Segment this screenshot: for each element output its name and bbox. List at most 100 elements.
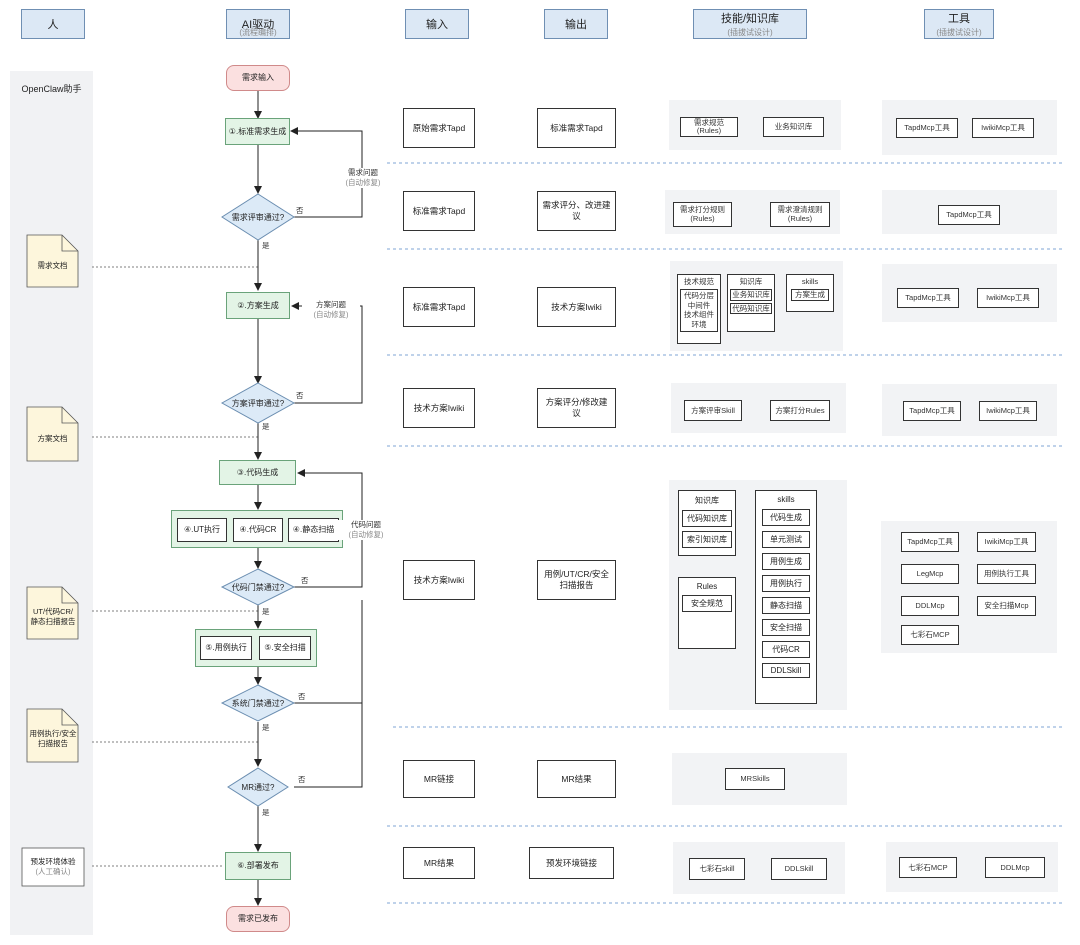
node-step1: ①.标准需求生成: [225, 118, 290, 145]
header-skills: 技能/知识库(插拔试设计): [693, 9, 807, 39]
skill-case-gen: 用例生成: [762, 553, 810, 570]
input-row6: MR链接: [403, 760, 475, 798]
tool-r4-tapd: TapdMcp工具: [903, 401, 961, 421]
skill-r5-kb-index: 索引知识库: [682, 531, 732, 548]
input-row2: 标准需求Tapd: [403, 191, 475, 231]
header-ai-sub: (流程编排): [239, 28, 277, 37]
input-row7: MR结果: [403, 847, 475, 879]
node-step4-ut: ④.UT执行: [177, 518, 227, 542]
input-row4: 技术方案Iwiki: [403, 388, 475, 428]
skill-r5-skills: skills 代码生成 单元测试 用例生成 用例执行 静态扫描 安全扫描 代码C…: [755, 490, 817, 704]
skill-plan-review: 方案评审Skill: [684, 400, 742, 421]
skill-mr: MRSkills: [725, 768, 785, 790]
tool-r3-tapd: TapdMcp工具: [897, 288, 959, 308]
tool-r4-iwiki: IwikiMcp工具: [979, 401, 1037, 421]
skill-tech-spec: 技术规范 代码分层 中间件 技术组件 环境: [677, 274, 721, 344]
output-row6: MR结果: [537, 760, 616, 798]
skill-biz-kb: 业务知识库: [763, 117, 824, 137]
skill-skills-group: skills 方案生成: [786, 274, 834, 312]
tool-r5-case: 用例执行工具: [977, 564, 1036, 584]
node-step3: ③.代码生成: [219, 460, 296, 485]
node-start: 需求输入: [226, 65, 290, 91]
no-1: 否: [296, 206, 304, 215]
node-step6: ⑥.部署发布: [225, 852, 291, 880]
diamond-plan-review: [220, 382, 296, 424]
skill-r5-sec-spec: 安全规范: [682, 595, 732, 612]
output-row7: 预发环境链接: [529, 847, 614, 879]
tool-r5-qicaishi: 七彩石MCP: [901, 625, 959, 645]
tool-r5-iwiki: IwikiMcp工具: [977, 532, 1036, 552]
doc-plan: 方案文档: [37, 433, 68, 443]
doc-shape-preenv: [21, 847, 85, 887]
doc-preenv: 预发环境体验(人工确认): [30, 856, 76, 876]
skill-kb-biz: 业务知识库: [730, 288, 772, 301]
yes-2: 是: [262, 422, 270, 431]
node-step2: ②.方案生成: [226, 292, 290, 319]
header-ai: AI驱动: [226, 9, 290, 39]
no-2: 否: [296, 391, 304, 400]
node-step5-case: ⑤.用例执行: [200, 636, 252, 660]
skill-ddl-r7: DDLSkill: [771, 858, 827, 880]
skill-plan-score: 方案打分Rules: [770, 400, 830, 421]
tool-r5-leg: LegMcp: [901, 564, 959, 584]
tool-r5-secscan: 安全扫描Mcp: [977, 596, 1036, 616]
doc-ut-report: UT/代码CR/静态扫描报告: [30, 606, 76, 626]
skill-tech-spec-inner: 代码分层 中间件 技术组件 环境: [680, 288, 718, 332]
node-step5-sec: ⑤.安全扫描: [259, 636, 311, 660]
yes-3: 是: [262, 607, 270, 616]
yes-4: 是: [262, 723, 270, 732]
output-row5: 用例/UT/CR/安全扫描报告: [537, 560, 616, 600]
skill-kb-code: 代码知识库: [730, 302, 772, 315]
label-d3: 代码门禁通过?: [231, 582, 285, 592]
doc-case-report: 用例执行/安全扫描报告: [29, 728, 77, 748]
diamond-system-gate: [220, 684, 296, 722]
output-row1: 标准需求Tapd: [537, 108, 616, 148]
output-row2: 需求评分、改进建议: [537, 191, 616, 231]
skill-case-exec: 用例执行: [762, 575, 810, 592]
label-d5: MR通过?: [241, 782, 275, 792]
person-lane: [10, 71, 93, 935]
skill-kb-group: 知识库 业务知识库 代码知识库: [727, 274, 775, 332]
skill-ddl: DDLSkill: [762, 663, 810, 678]
output-row3: 技术方案Iwiki: [537, 287, 616, 327]
node-step4-cr: ④.代码CR: [233, 518, 283, 542]
lane-title: OpenClaw助手: [21, 84, 82, 94]
loop-note-plan: 方案问题(自动修复): [302, 300, 360, 320]
node-step4-scan: ④.静态扫描: [288, 518, 339, 542]
doc-shape-ut: [26, 586, 79, 640]
doc-shape-plan: [26, 406, 79, 462]
skill-sec-scan: 安全扫描: [762, 619, 810, 636]
yes-5: 是: [262, 808, 270, 817]
tool-r3-iwiki: IwikiMcp工具: [977, 288, 1039, 308]
doc-req: 需求文档: [37, 260, 68, 270]
skill-unit-test: 单元测试: [762, 531, 810, 548]
input-row5: 技术方案Iwiki: [403, 560, 475, 600]
tool-r1-iwiki: IwikiMcp工具: [972, 118, 1034, 138]
loop-note-code: 代码问题(自动修复): [337, 520, 395, 540]
skill-req-spec: 需求规范(Rules): [680, 117, 738, 137]
skill-r5-kb-code: 代码知识库: [682, 510, 732, 527]
doc-shape-req: [26, 234, 79, 288]
header-output: 输出: [544, 9, 608, 39]
tool-r1-tapd: TapdMcp工具: [896, 118, 958, 138]
header-person: 人: [21, 9, 85, 39]
loop-note-req: 需求问题(自动修复): [334, 168, 392, 188]
label-d2: 方案评审通过?: [231, 398, 285, 408]
tool-r5-ddl: DDLMcp: [901, 596, 959, 616]
diamond-mr: [227, 767, 289, 807]
yes-1: 是: [262, 241, 270, 250]
label-d4: 系统门禁通过?: [231, 698, 285, 708]
no-5: 否: [298, 775, 306, 784]
doc-shape-case: [26, 708, 79, 763]
skill-code-cr: 代码CR: [762, 641, 810, 658]
header-input: 输入: [405, 9, 469, 39]
skill-r5-kb: 知识库 代码知识库 索引知识库: [678, 490, 736, 556]
no-3: 否: [301, 576, 309, 585]
skill-qicaishi: 七彩石skill: [689, 858, 745, 880]
skill-static-scan: 静态扫描: [762, 597, 810, 614]
skill-code-gen: 代码生成: [762, 509, 810, 526]
tool-r5-tapd: TapdMcp工具: [901, 532, 959, 552]
diamond-req-review: [221, 193, 295, 241]
input-row3: 标准需求Tapd: [403, 287, 475, 327]
